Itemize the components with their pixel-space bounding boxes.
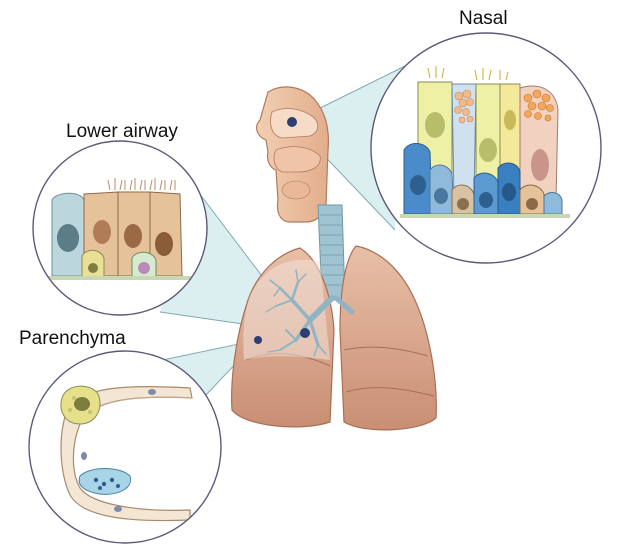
- oral-cavity: [273, 146, 321, 173]
- lower-airway-epithelium-illustration: [40, 178, 200, 280]
- respiratory-tract-illustration: [231, 86, 437, 431]
- lower-airway-label: Lower airway: [66, 121, 178, 142]
- nasal-callout-cone: [292, 66, 405, 230]
- nasal-detail: [370, 32, 602, 264]
- nasal-label: Nasal: [459, 8, 508, 29]
- bronchial-tree: [265, 269, 355, 357]
- parenchyma-label: Parenchyma: [19, 328, 126, 349]
- lower-airway-marker: [300, 328, 310, 338]
- alveolar-macrophage: [78, 468, 132, 495]
- nasal-epithelium-illustration: [400, 66, 570, 218]
- nasal-marker: [287, 117, 297, 127]
- parenchyma-marker: [254, 336, 262, 344]
- alveolar-parenchyma-illustration: [60, 385, 193, 522]
- parenchyma-detail: [28, 350, 222, 544]
- right-lung: [339, 245, 437, 431]
- lower-airway-detail: [32, 140, 208, 316]
